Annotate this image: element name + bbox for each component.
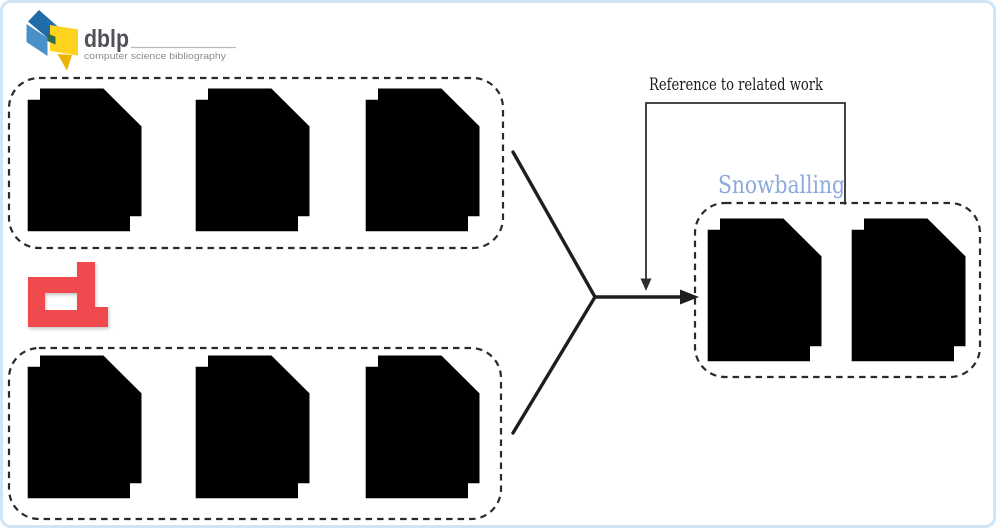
document-stack (27, 88, 142, 232)
feedback-arrowhead (640, 278, 652, 291)
feedback-line (645, 102, 846, 281)
document-stack (27, 355, 142, 499)
dblp-logo-part-yellow (50, 25, 78, 56)
acl-results-group (7, 346, 503, 521)
document-stack (195, 88, 310, 232)
document-stack (365, 355, 480, 499)
dblp-wordmark: dblp (84, 25, 129, 53)
document-stack (195, 355, 310, 499)
document-stack (851, 218, 966, 362)
snowballing-label: Snowballing (718, 171, 845, 199)
snowballing-box (693, 201, 982, 379)
reference-label: Reference to related work (649, 75, 824, 95)
dblp-subtitle: computer science bibliography (84, 51, 226, 61)
dblp-results-box (7, 76, 505, 250)
document-stack (707, 218, 822, 362)
merge-arrow (511, 150, 699, 435)
snowballing-group: Snowballing (693, 171, 982, 379)
document-stack (365, 88, 480, 232)
feedback-arrow: Reference to related work (640, 75, 846, 291)
red-a-logo (28, 262, 108, 327)
merge-line-lower (511, 295, 597, 435)
merge-arrowhead (680, 289, 699, 305)
dblp-results-group (7, 76, 505, 250)
merge-line-upper (511, 150, 597, 299)
dblp-logo-part-yellow-tail (57, 54, 72, 71)
acl-results-box (7, 346, 503, 521)
dblp-logo-part-green (47, 33, 56, 45)
dblp-logo-part-blue-light (26, 24, 48, 56)
dblp-origami-icon (26, 10, 78, 71)
dblp-logo: dblp computer science bibliography (26, 10, 236, 71)
